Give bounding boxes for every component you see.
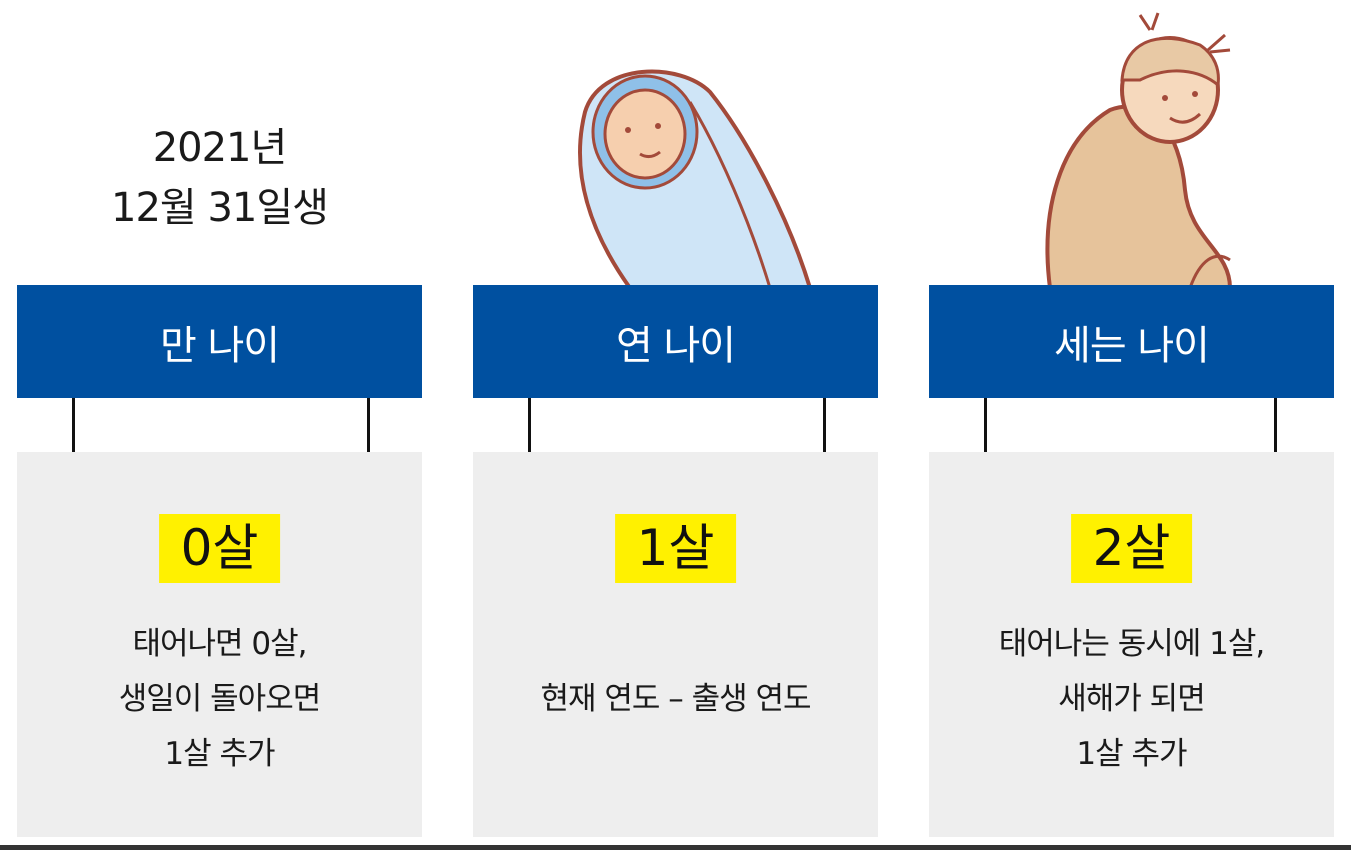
hanger-line <box>823 398 826 452</box>
desc-line: 생일이 돌아오면 <box>118 681 322 717</box>
bottom-border <box>0 845 1351 850</box>
birth-date-label: 2021년 12월 31일생 <box>17 118 422 238</box>
hanger-line <box>1274 398 1277 452</box>
hanger-line <box>984 398 987 452</box>
column-year-age: 연 나이 1살 현재 연도 – 출생 연도 <box>473 285 878 837</box>
column-counting-age: 세는 나이 2살 태어나는 동시에 1살, 새해가 되면 1살 추가 <box>929 285 1334 837</box>
desc-line: 1살 추가 <box>164 736 275 772</box>
age-description: 태어나면 0살, 생일이 돌아오면 1살 추가 <box>17 617 422 782</box>
age-value: 1살 <box>614 514 737 583</box>
hanger-line <box>367 398 370 452</box>
birth-year: 2021년 <box>152 125 288 171</box>
desc-line: 태어나면 0살, <box>132 626 307 662</box>
info-box: 2살 태어나는 동시에 1살, 새해가 되면 1살 추가 <box>929 452 1334 837</box>
age-description: 현재 연도 – 출생 연도 <box>473 672 878 727</box>
info-box: 0살 태어나면 0살, 생일이 돌아오면 1살 추가 <box>17 452 422 837</box>
child-illustration <box>1045 12 1233 288</box>
column-header: 연 나이 <box>473 285 878 398</box>
hanger-line <box>72 398 75 452</box>
info-box: 1살 현재 연도 – 출생 연도 <box>473 452 878 837</box>
column-header: 만 나이 <box>17 285 422 398</box>
column-header: 세는 나이 <box>929 285 1334 398</box>
desc-line: 태어나는 동시에 1살, <box>998 626 1265 662</box>
age-value: 2살 <box>1070 514 1193 583</box>
desc-line: 현재 연도 – 출생 연도 <box>540 681 811 717</box>
desc-line: 1살 추가 <box>1076 736 1187 772</box>
age-value: 0살 <box>158 514 281 583</box>
birth-day: 12월 31일생 <box>111 185 329 231</box>
hanger-line <box>528 398 531 452</box>
column-man-age: 만 나이 0살 태어나면 0살, 생일이 돌아오면 1살 추가 <box>17 285 422 837</box>
desc-line: 새해가 되면 <box>1058 681 1205 717</box>
age-description: 태어나는 동시에 1살, 새해가 되면 1살 추가 <box>929 617 1334 782</box>
baby-illustration <box>578 69 813 288</box>
